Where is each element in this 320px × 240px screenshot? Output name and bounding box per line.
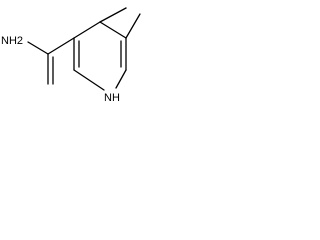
amide-nitrogen-label: NH2: [1, 35, 23, 47]
bond-c4-c5: [99, 21, 127, 39]
bond-c3-carbonyl: [47, 37, 75, 55]
bond-c5-methyl: [125, 13, 141, 39]
bond-c3-c4: [73, 21, 101, 39]
chemical-structure: NH2 NH: [1, 7, 141, 104]
bond-n1-c2: [73, 69, 105, 91]
bond-c4-c5: [99, 7, 127, 23]
ring-nitrogen-label: NH: [104, 92, 120, 104]
bond-carbonyl-amide-n: [27, 41, 49, 55]
bond-c6-n1: [115, 69, 127, 89]
